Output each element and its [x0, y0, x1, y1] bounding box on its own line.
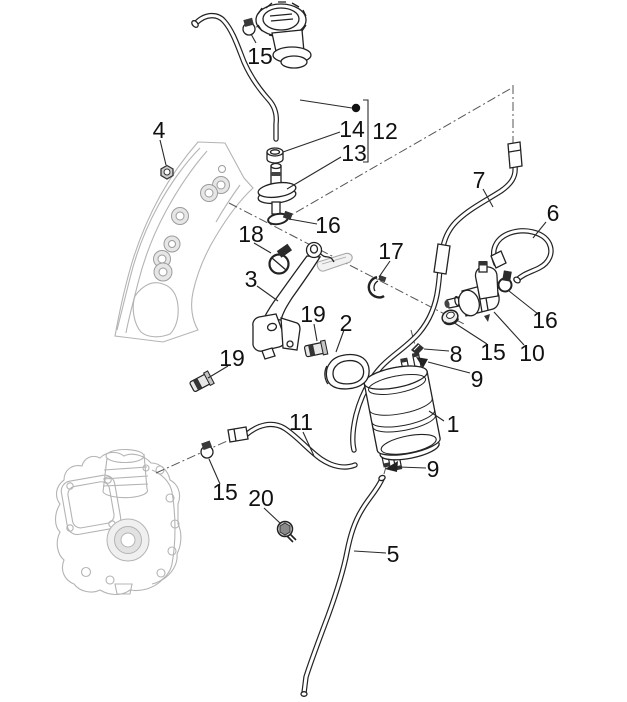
check-valve-13: [257, 162, 297, 220]
callout-4: 4: [153, 117, 166, 143]
hose-clamp-15-mid: [441, 309, 460, 326]
nut-4: [160, 164, 174, 180]
callout-1: 1: [447, 411, 460, 437]
canister: [363, 352, 441, 471]
callout-8: 8: [450, 341, 463, 367]
breather-hose-12: [191, 12, 280, 142]
screw-20: [276, 520, 297, 543]
callout-2: 2: [340, 310, 353, 336]
clamp-16-upper: [267, 210, 293, 226]
callout-16-upper: 16: [315, 212, 341, 238]
callout-5: 5: [387, 541, 400, 567]
mounting-strap-2: [324, 353, 370, 390]
callout-13: 13: [341, 140, 367, 166]
arrow-9-lower: [385, 461, 398, 472]
hose-clamp-18: [268, 243, 293, 275]
callout-14: 14: [339, 116, 365, 142]
ring-nut-14: [266, 147, 284, 164]
connector-19-upper: [303, 339, 329, 358]
clip-17: [367, 275, 387, 299]
group-bracket-12: [363, 99, 369, 163]
engine-crankcase: [54, 448, 182, 596]
clamp-16-right: [497, 270, 513, 293]
hose-clamp-15-bottom: [200, 440, 214, 459]
vapour-hose-6: [490, 228, 554, 284]
hose-11-connector: [227, 426, 249, 443]
stay-arm: [316, 252, 353, 272]
bullet-12: [351, 103, 361, 113]
callout-15-top: 15: [247, 43, 273, 69]
hose-clamp-15-top: [242, 17, 256, 36]
filler-cap: [255, 1, 312, 69]
callout-3: 3: [245, 266, 258, 292]
callout-19-left: 19: [219, 345, 245, 371]
callout-12: 12: [372, 118, 398, 144]
callout-18: 18: [238, 221, 264, 247]
connector-19-left: [189, 370, 215, 393]
canister-hose-11: [227, 421, 358, 470]
callout-19-upper: 19: [300, 301, 326, 327]
callout-10: 10: [519, 340, 545, 366]
assembly-axes: [155, 23, 514, 482]
valve-assembly-10: [444, 261, 500, 322]
drain-hose-5: [300, 474, 386, 697]
callout-17: 17: [378, 238, 404, 264]
retainer-8-marker: [411, 343, 424, 355]
panel-grommets: [153, 165, 230, 282]
callout-9-lower: 9: [427, 456, 440, 482]
callout-15-mid: 15: [480, 339, 506, 365]
callout-20: 20: [248, 485, 274, 511]
callout-15-bottom: 15: [212, 479, 238, 505]
hose-7-connector: [507, 141, 523, 169]
callout-labels: 15 14 12 13 4 16 18 17 3 7 6 19 2 16 8 1…: [153, 43, 560, 567]
callout-16-right: 16: [532, 307, 558, 333]
arrow-9-upper: [416, 357, 428, 368]
support-bracket-3: [252, 241, 335, 360]
leader-lines: [159, 33, 547, 554]
hose-7-sleeve: [433, 243, 451, 275]
body-panel: [114, 141, 254, 343]
callout-6: 6: [547, 200, 560, 226]
callout-11: 11: [289, 409, 313, 435]
callout-7: 7: [473, 167, 486, 193]
callout-9-upper: 9: [471, 366, 484, 392]
